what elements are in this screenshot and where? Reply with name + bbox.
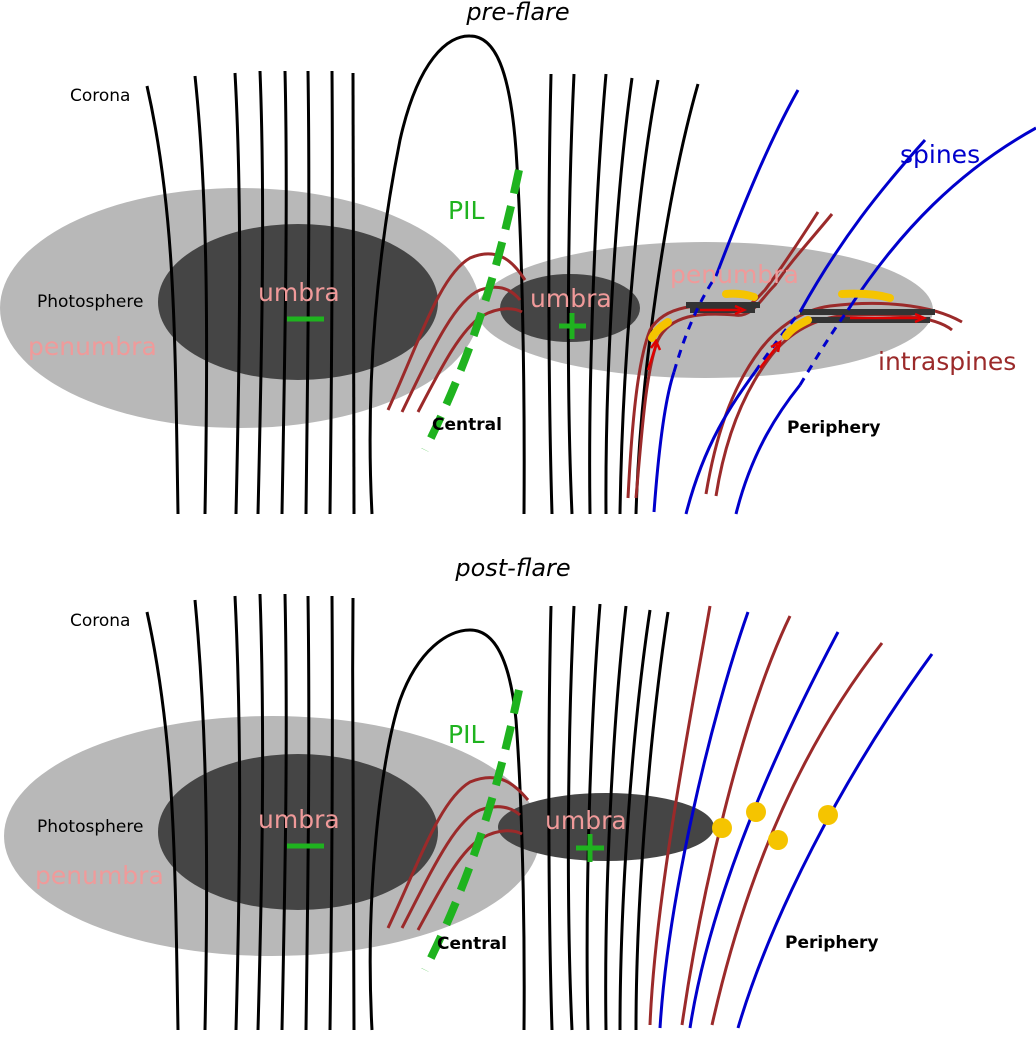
central-label: Central — [437, 934, 507, 954]
flow-arrows — [646, 304, 928, 371]
left-umbra — [158, 224, 438, 380]
coronal-loop — [368, 34, 526, 515]
right-umbra-label: umbra — [530, 284, 612, 313]
right-penumbra-label: penumbra — [670, 260, 799, 289]
left-umbra-label: umbra — [258, 278, 340, 307]
right-field-lines — [547, 603, 670, 1031]
right-sign-mark — [576, 834, 604, 862]
pre-flare-panel: pre-flare Corona Photosphere penumbra um… — [0, 0, 1036, 515]
left-umbra — [158, 754, 438, 910]
photosphere-label: Photosphere — [37, 292, 143, 312]
corona-label: Corona — [70, 611, 130, 631]
top-spine-lines — [652, 89, 1036, 515]
bottom-spine-lines — [658, 611, 934, 1029]
central-label: Central — [432, 415, 502, 435]
top-footpoint-patches — [648, 289, 894, 342]
left-umbra-label: umbra — [258, 805, 340, 834]
periphery-label: Periphery — [785, 933, 878, 953]
intraspines-label: intraspines — [878, 347, 1016, 376]
photosphere-label: Photosphere — [37, 817, 143, 837]
left-field-lines — [145, 70, 356, 515]
spines-label: spines — [900, 140, 980, 169]
coronal-loop — [368, 628, 526, 1031]
left-penumbra-label: penumbra — [35, 861, 164, 890]
post-flare-panel: post-flare Corona Photosphere penumbra u… — [4, 554, 934, 1031]
right-umbra — [498, 793, 714, 861]
right-umbra-label: umbra — [545, 806, 627, 835]
bottom-footpoint-dots — [712, 802, 838, 850]
right-umbra — [500, 274, 640, 342]
pil-label: PIL — [448, 196, 484, 225]
panel-title: pre-flare — [465, 0, 569, 26]
periphery-label: Periphery — [787, 418, 880, 438]
right-sign-mark — [559, 313, 586, 339]
corona-label: Corona — [70, 86, 130, 106]
left-penumbra-label: penumbra — [28, 332, 157, 361]
panel-title: post-flare — [454, 554, 570, 582]
pil-label: PIL — [448, 720, 484, 749]
left-field-lines — [145, 593, 356, 1031]
